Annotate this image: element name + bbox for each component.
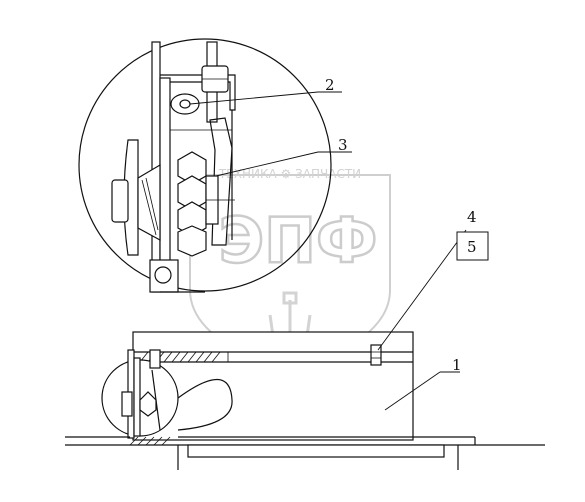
callout-4: 4 (467, 208, 477, 226)
callout-3: 3 (338, 136, 348, 154)
watermark: ТЕХНИКА ⚙ ЗАПЧАСТИ ЭПФ (189, 167, 391, 374)
leader-lines (189, 91, 467, 411)
main-body (132, 331, 414, 441)
base-plate (65, 436, 545, 470)
callout-1: 1 (452, 356, 462, 374)
callout-2: 2 (325, 76, 335, 94)
watermark-top-text: ТЕХНИКА ⚙ ЗАПЧАСТИ (218, 167, 361, 181)
detail-view-small (101, 349, 233, 446)
callout-5-box (456, 231, 489, 261)
callout-5: 5 (467, 238, 477, 256)
detail-view-large (78, 38, 332, 293)
watermark-center-text: ЭПФ (219, 204, 378, 277)
nut-stack (177, 151, 235, 257)
